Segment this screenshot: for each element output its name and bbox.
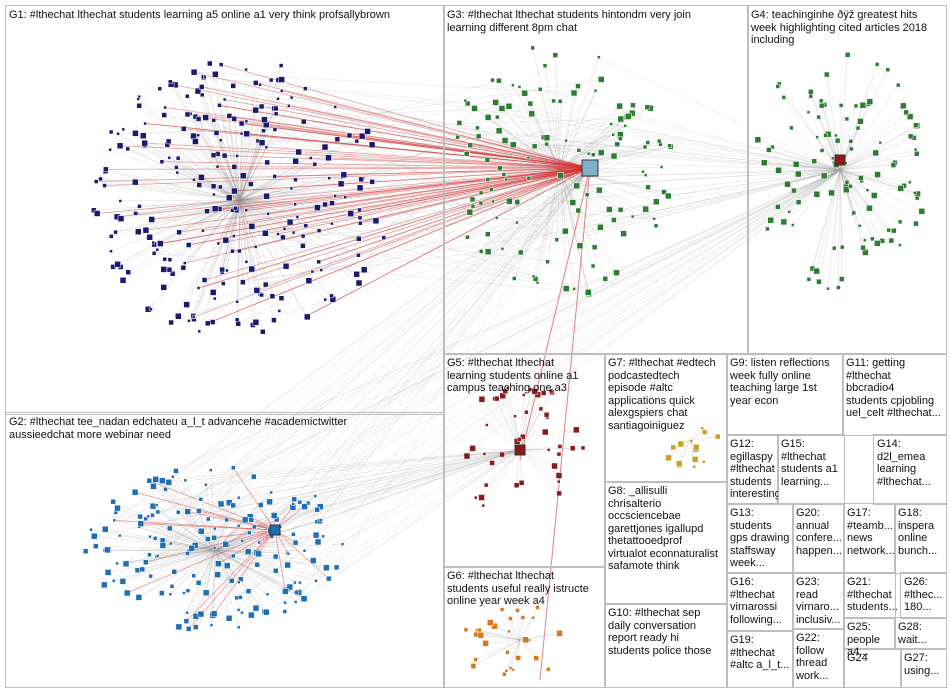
group-box-g14 (873, 434, 947, 505)
group-box-g27 (900, 648, 947, 688)
group-box-g9 (726, 353, 844, 436)
group-box-g25 (843, 617, 896, 650)
group-box-g19 (726, 630, 794, 688)
group-box-g12 (726, 434, 779, 505)
group-box-g18 (894, 503, 947, 574)
group-box-g1 (5, 5, 445, 415)
group-box-g23 (792, 572, 845, 630)
group-box-g21 (843, 572, 896, 619)
group-box-g3 (443, 5, 749, 355)
group-box-g17 (843, 503, 896, 574)
group-box-g28 (894, 617, 947, 650)
group-box-g6 (443, 566, 606, 688)
group-box-g2 (5, 412, 445, 688)
group-box-g24 (843, 648, 902, 688)
group-box-g26 (900, 572, 947, 619)
group-box-g22 (792, 628, 845, 688)
group-box-g10 (604, 603, 728, 688)
group-box-g11 (842, 353, 947, 436)
group-box-g15 (777, 434, 845, 505)
group-box-g8 (604, 481, 728, 605)
group-box-g16 (726, 572, 794, 632)
group-box-g5 (443, 353, 606, 568)
group-box-g7 (604, 353, 728, 483)
group-box-g4 (747, 5, 947, 355)
group-box-g13 (726, 503, 794, 574)
group-box-g20 (792, 503, 845, 574)
